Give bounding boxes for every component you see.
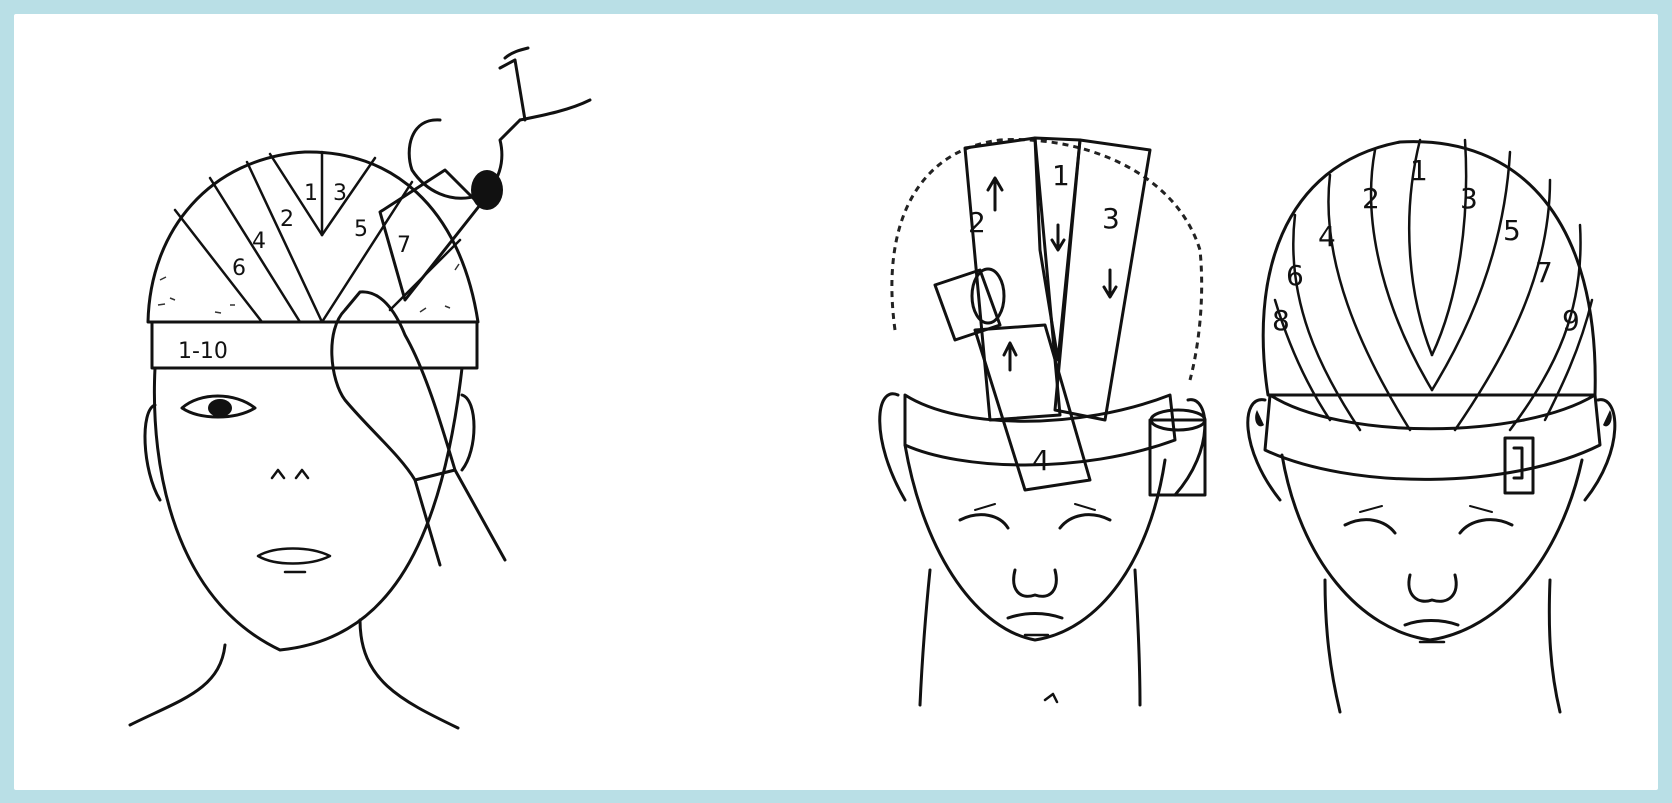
turn-label-4: 4	[1318, 220, 1336, 253]
eye	[182, 396, 255, 417]
bandage-roll	[471, 170, 503, 210]
turn-label-5: 5	[1503, 214, 1521, 247]
turn-label-6: 6	[232, 256, 246, 281]
hand-holding-roll	[409, 48, 590, 210]
turn-label-3: 3	[1460, 182, 1478, 215]
hand-holding-band	[332, 292, 505, 565]
turn-label-4: 4	[252, 229, 266, 254]
turn-label-4: 4	[1032, 444, 1050, 477]
turn-label-2: 2	[968, 206, 986, 239]
figure-middle-head	[880, 138, 1205, 705]
turn-label-5: 5	[354, 217, 368, 242]
turn-label-1: 1	[1410, 154, 1428, 187]
mouth	[258, 549, 330, 564]
turn-label-3: 3	[1102, 202, 1120, 235]
turn-label-7: 7	[397, 233, 411, 258]
turn-label-1: 1	[1052, 159, 1070, 192]
turn-label-6: 6	[1286, 259, 1304, 292]
turn-label-2: 2	[280, 207, 294, 232]
figure-left-head: 1-10	[130, 152, 480, 728]
bandage-roll-right	[1150, 410, 1205, 495]
turn-label-9: 9	[1562, 304, 1580, 337]
band-label: 1-10	[178, 339, 228, 364]
band-end-tab	[1505, 438, 1533, 493]
turn-label-7: 7	[1535, 256, 1553, 289]
figure-right-head	[1248, 140, 1615, 712]
turn-label-2: 2	[1362, 182, 1380, 215]
turn-label-8: 8	[1272, 304, 1290, 337]
nose	[272, 470, 308, 478]
turn-label-1: 1	[304, 181, 318, 206]
figure-middle-turn-labels: 1 2 3 4	[968, 159, 1120, 477]
turn-label-3: 3	[333, 181, 347, 206]
